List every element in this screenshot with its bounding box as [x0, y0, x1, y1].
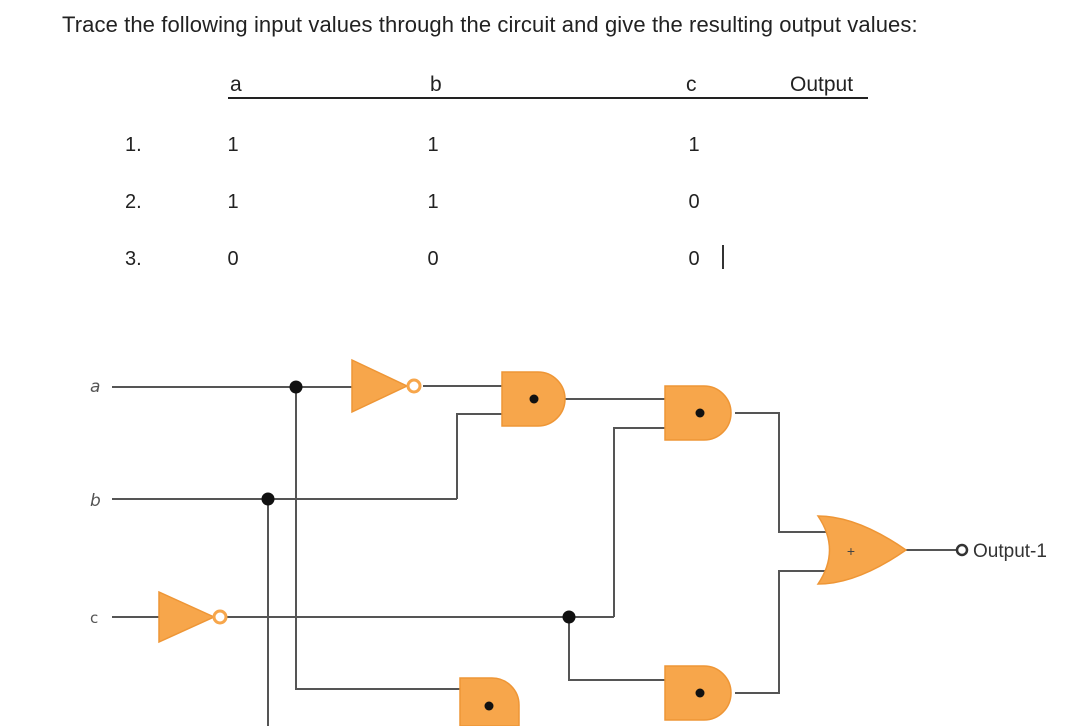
wires	[112, 385, 958, 726]
or-gate: +	[816, 515, 908, 585]
and-gate-3	[459, 677, 520, 726]
input-label-a: a	[90, 377, 100, 397]
output-terminal	[955, 543, 969, 557]
header-b: b	[430, 73, 442, 96]
row-3-a: 0	[227, 248, 239, 270]
junction-dot-c	[562, 610, 576, 624]
question-text: Trace the following input values through…	[62, 12, 918, 37]
header-output: Output	[790, 73, 854, 96]
junction-dot-a	[289, 380, 303, 394]
or-gate-symbol: +	[847, 543, 855, 559]
header-a: a	[230, 73, 242, 96]
row-2-number: 2.	[125, 191, 142, 213]
not-gate-c	[158, 590, 228, 644]
row-2-c: 0	[688, 191, 700, 213]
row-3-b: 0	[427, 248, 439, 270]
input-label-b: b	[90, 491, 101, 511]
row-3-c: 0	[688, 248, 700, 270]
header-c: c	[686, 73, 697, 96]
row-1-c: 1	[688, 134, 700, 156]
header-underline	[228, 97, 868, 99]
row-1-a: 1	[227, 134, 239, 156]
row-1-b: 1	[427, 134, 439, 156]
row-2-b: 1	[427, 191, 439, 213]
and-gate-1	[501, 371, 566, 427]
row-1-number: 1.	[125, 134, 142, 156]
output-label: Output-1	[973, 541, 1047, 562]
text-cursor	[722, 245, 724, 269]
input-label-c: c	[90, 609, 98, 627]
junction-dot-b	[261, 492, 275, 506]
row-2-a: 1	[227, 191, 239, 213]
and-gate-2	[664, 385, 732, 441]
not-gate-a	[351, 358, 422, 414]
and-gate-4	[664, 665, 732, 721]
row-3-number: 3.	[125, 248, 142, 270]
